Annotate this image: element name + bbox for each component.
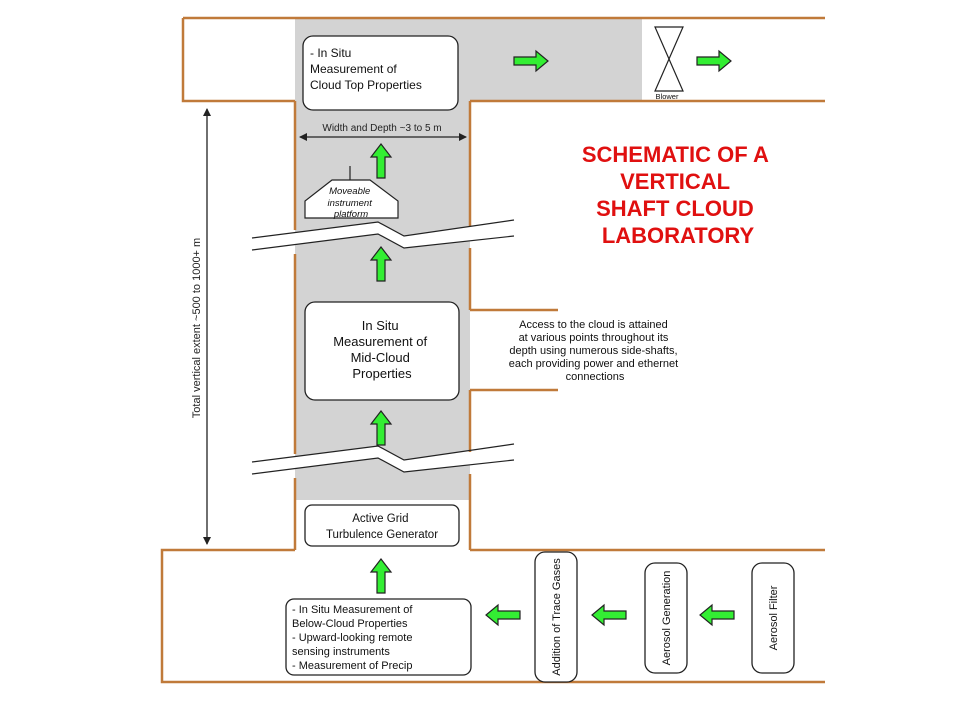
flow-arrows [369,49,735,627]
right-arrow-corridor [513,49,549,73]
aerosol-generation-text: Aerosol Generation [661,571,673,666]
aerosol-filter-box [751,562,795,674]
left-arrow-filter-to-generation [699,603,735,627]
aerosol-generation-box [644,562,688,674]
break-lines [251,219,515,475]
up-arrow-bottom [369,558,393,594]
break-gap-upper [252,220,514,250]
diagram-title: SCHEMATIC OF A VERTICAL SHAFT CLOUD LABO… [582,142,774,248]
active-grid-box [304,504,460,547]
left-arrow-trace-to-below [485,603,521,627]
moveable-platform: Moveable instrument platform [304,166,399,220]
active-grid-text: Active Grid Turbulence Generator [326,513,438,541]
below-cloud-text: - In Situ Measurement of Below-Cloud Pro… [292,604,416,672]
vertical-extent-label: Total vertical extent ~500 to 1000+ m [191,238,203,418]
cloud-top-box [302,35,459,111]
width-depth-label: Width and Depth ~3 to 5 m [322,123,441,134]
cloud-top-text: - In Situ Measurement of Cloud Top Prope… [310,46,422,92]
aerosol-filter-text: Aerosol Filter [768,585,780,650]
svg-text:Blower: Blower [656,92,679,101]
right-arrow-exhaust [696,49,732,73]
trace-gases-box [534,551,578,683]
left-arrow-generation-to-trace [591,603,627,627]
below-cloud-box [285,598,472,676]
up-arrow-top [369,143,393,179]
access-annotation: Access to the cloud is attained at vario… [509,319,681,383]
mid-cloud-box [304,301,460,401]
up-arrow-mid-upper [369,246,393,282]
up-arrow-mid-lower [369,410,393,446]
trace-gases-text: Addition of Trace Gases [551,558,563,676]
break-gap-lower [252,444,514,474]
svg-text:Moveable instrument: Moveable instrument platform [328,186,375,220]
mid-cloud-text: In Situ Measurement of Mid-Cloud Propert… [333,318,431,381]
blower-icon: Blower [654,26,684,101]
facility-walls [160,16,825,684]
